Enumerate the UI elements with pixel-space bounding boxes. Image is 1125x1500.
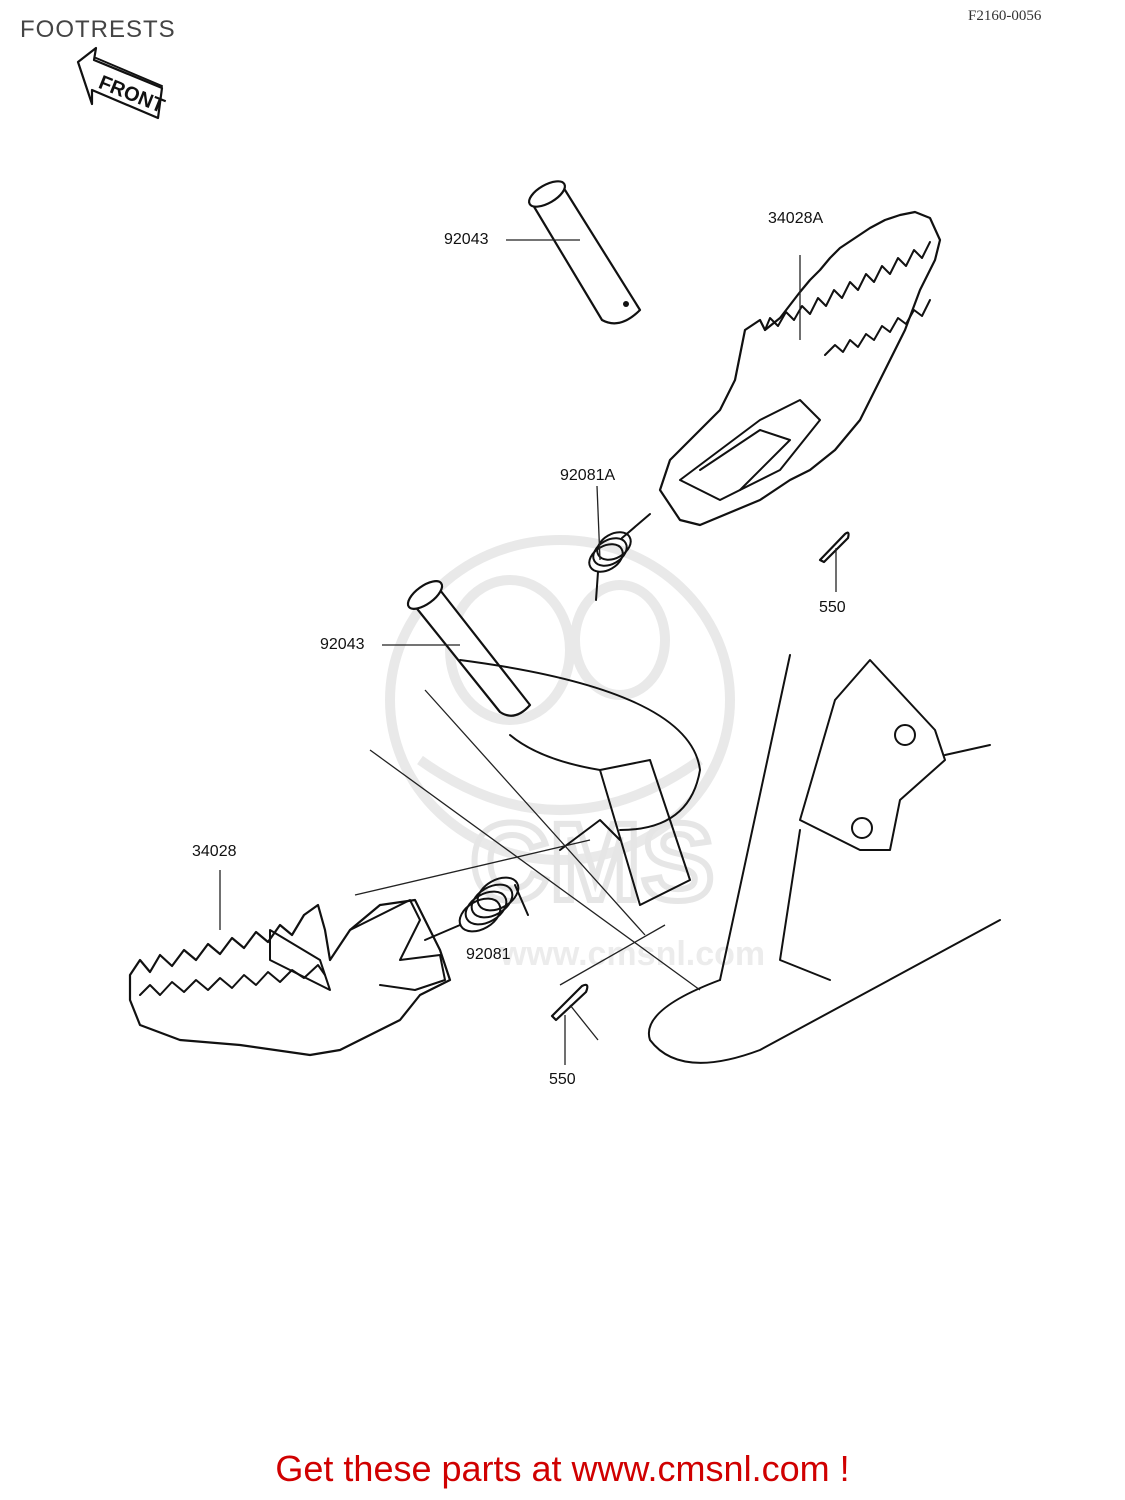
spring-lower-drawing <box>424 876 529 941</box>
callout-pin-lower: 92043 <box>320 636 365 653</box>
footer-link-text[interactable]: Get these parts at www.cmsnl.com ! <box>275 1448 850 1489</box>
pin-lower-drawing <box>382 580 532 717</box>
callout-spring-lower: 92081 <box>466 946 511 963</box>
frame-bracket-drawing <box>354 654 1001 1064</box>
callout-cotter-lower: 550 <box>549 1071 576 1088</box>
spring-upper-drawing <box>588 485 651 601</box>
callout-footpeg-left: 34028 <box>192 843 237 860</box>
callout-spring-upper: 92081A <box>560 467 616 484</box>
footpeg-left-drawing <box>128 870 452 1057</box>
diagram-title: FOOTRESTS <box>20 16 176 43</box>
cotter-lower-drawing <box>550 983 599 1065</box>
front-arrow-icon: FRONT <box>76 46 168 120</box>
diagram-code: F2160-0056 <box>968 8 1042 24</box>
callout-cotter-upper: 550 <box>819 599 846 616</box>
footpeg-right-drawing <box>658 210 942 527</box>
pin-upper-drawing <box>506 180 642 325</box>
callout-pin-upper: 92043 <box>444 231 489 248</box>
callout-footpeg-right: 34028A <box>768 210 824 227</box>
cotter-upper-drawing <box>818 531 850 592</box>
